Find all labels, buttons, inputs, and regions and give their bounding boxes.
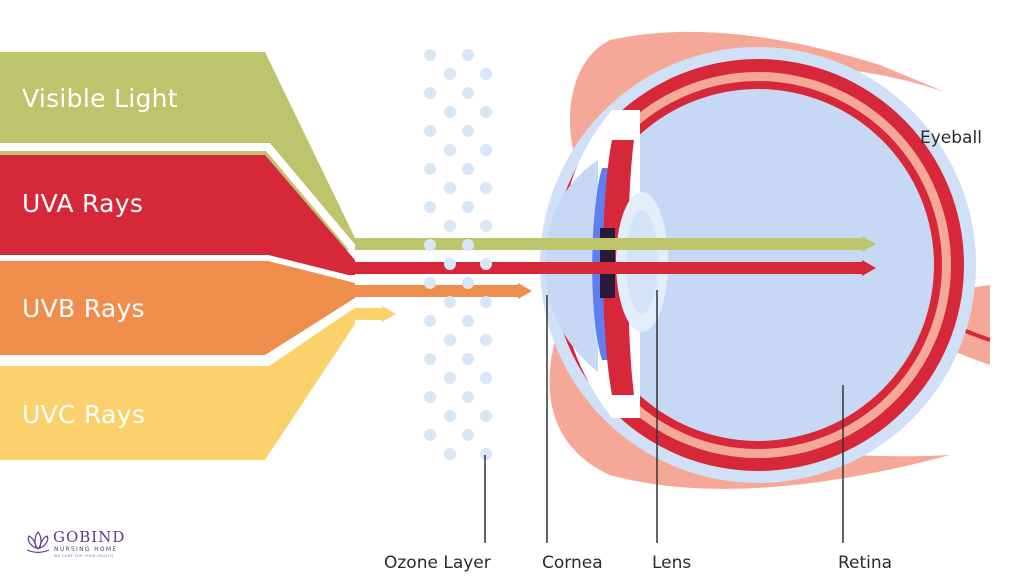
uvc-band <box>0 308 355 460</box>
ozone-dot <box>424 87 436 99</box>
ozone-dot <box>480 68 492 80</box>
ozone-dot <box>444 106 456 118</box>
ozone-dot <box>424 429 436 441</box>
ozone-dot <box>424 391 436 403</box>
ozone-dot <box>480 334 492 346</box>
uvb-arrowhead <box>518 283 532 299</box>
ozone-dot <box>462 315 474 327</box>
logo-subtitle: NURSING HOME <box>54 546 118 553</box>
ozone-dot <box>424 49 436 61</box>
ozone-dot <box>480 182 492 194</box>
uva-arrowhead <box>862 260 876 276</box>
ozone-dot <box>480 296 492 308</box>
ozone-dot <box>480 372 492 384</box>
cornea-label: Cornea <box>542 553 603 573</box>
uvc-arrowhead <box>382 306 396 322</box>
ozone-dot <box>462 429 474 441</box>
ozone-dot <box>480 220 492 232</box>
ozone-dot <box>462 125 474 137</box>
ozone-dot <box>424 277 436 289</box>
ozone-dot <box>462 49 474 61</box>
ozone-dot <box>462 277 474 289</box>
ozone-dot <box>462 201 474 213</box>
lotus-icon <box>26 531 50 553</box>
ozone-dot <box>424 315 436 327</box>
ozone-dot <box>480 106 492 118</box>
visible-light-arrowhead <box>862 236 876 252</box>
ozone-dot <box>480 410 492 422</box>
gobind-logo: GOBIND NURSING HOME WE CARE FOR YOUR HEA… <box>26 527 136 561</box>
ozone-dot <box>424 239 436 251</box>
ozone-dot <box>444 372 456 384</box>
ozone-dot <box>444 182 456 194</box>
logo-tagline: WE CARE FOR YOUR HEALTH <box>54 554 114 558</box>
ozone-dot <box>444 258 456 270</box>
lens-label: Lens <box>652 553 692 573</box>
ozone-dot <box>444 448 456 460</box>
ozone-dot <box>424 163 436 175</box>
ozone-dot <box>424 125 436 137</box>
ozone-dot <box>462 353 474 365</box>
ozone-dot <box>444 334 456 346</box>
ozone-layer-label: Ozone Layer <box>384 553 491 573</box>
uvb-band <box>0 260 355 355</box>
ozone-dot <box>444 410 456 422</box>
band-separator <box>0 255 357 283</box>
uvb-rays-label: UVB Rays <box>22 294 145 323</box>
ozone-dot <box>462 87 474 99</box>
ozone-dot <box>444 144 456 156</box>
ozone-dot <box>462 391 474 403</box>
uva-band <box>0 155 355 275</box>
ozone-dot <box>444 296 456 308</box>
ozone-dot <box>462 163 474 175</box>
band-separator <box>0 298 359 366</box>
band-separator <box>0 143 360 255</box>
ozone-dot <box>480 448 492 460</box>
ozone-dot <box>462 239 474 251</box>
logo-name: GOBIND <box>53 528 126 546</box>
ozone-dot <box>480 144 492 156</box>
ozone-dot <box>480 258 492 270</box>
ozone-dot <box>444 68 456 80</box>
uvc-rays-label: UVC Rays <box>22 400 146 429</box>
ozone-dot <box>424 201 436 213</box>
ozone-dot <box>424 353 436 365</box>
uva-rays-label: UVA Rays <box>22 189 144 218</box>
ozone-dot <box>444 220 456 232</box>
visible-light-label: Visible Light <box>22 84 178 113</box>
retina-label: Retina <box>838 553 893 573</box>
ozone-layer-dots <box>424 49 492 460</box>
eyeball-label: Eyeball <box>920 128 982 148</box>
